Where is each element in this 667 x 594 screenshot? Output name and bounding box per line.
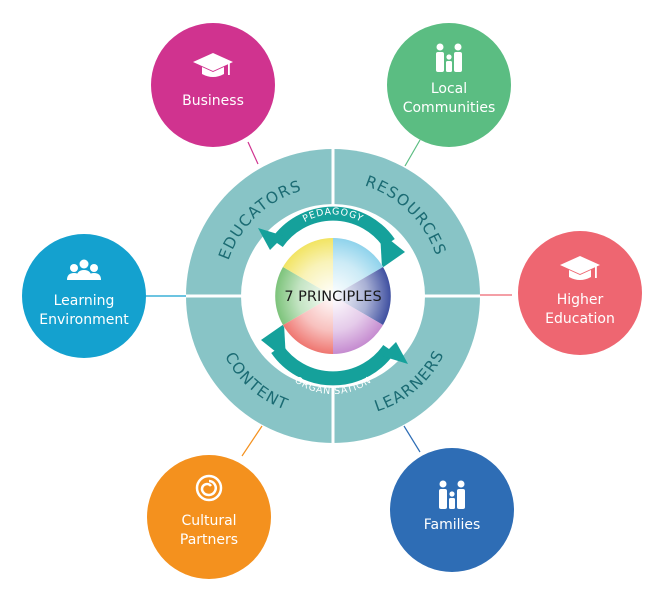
satellite-local-communities[interactable]: Local Communities	[387, 23, 511, 147]
arrow-pedagogy	[271, 206, 395, 248]
satellite-learning-environment-label-1: Learning	[54, 293, 115, 309]
satellite-business-label: Business	[182, 93, 244, 109]
arrow-organisation-tail	[382, 342, 408, 364]
arrow-pedagogy-tail	[258, 228, 284, 250]
satellite-families[interactable]: Families	[390, 448, 514, 572]
satellite-higher-education[interactable]: Higher Education	[518, 231, 642, 355]
people-icon	[436, 43, 462, 72]
connector-cultural-partners	[241, 425, 263, 457]
arrow-pedagogy-head	[380, 232, 405, 268]
connector-lines	[145, 139, 512, 457]
satellite-cultural-partners[interactable]: Cultural Partners	[147, 455, 271, 579]
arrow-organisation	[271, 344, 395, 386]
graduation-cap-icon	[560, 256, 600, 280]
satellite-learning-environment-circle	[22, 234, 146, 358]
connector-local-communities	[404, 139, 421, 167]
spiral-icon	[195, 474, 223, 502]
group-icon	[67, 259, 101, 280]
connector-business	[247, 141, 259, 165]
satellite-higher-education-circle	[518, 231, 642, 355]
satellite-local-communities-circle	[387, 23, 511, 147]
cycle-arrows	[258, 206, 408, 386]
satellite-local-communities-label-2: Communities	[403, 100, 496, 116]
satellite-cultural-partners-circle	[147, 455, 271, 579]
satellite-cultural-partners-label-2: Partners	[180, 532, 238, 548]
center-label: 7 PRINCIPLES	[284, 289, 381, 305]
satellite-higher-education-label-2: Education	[545, 311, 615, 327]
satellite-higher-education-label-1: Higher	[557, 292, 604, 308]
satellite-learning-environment-label-2: Environment	[39, 312, 129, 328]
satellite-business[interactable]: Business	[151, 23, 275, 147]
satellite-business-circle	[151, 23, 275, 147]
people-icon	[439, 480, 465, 509]
arrow-organisation-head	[261, 324, 286, 360]
satellite-families-label: Families	[424, 517, 481, 533]
center-wheel	[275, 238, 391, 354]
wheel-glow	[275, 238, 391, 354]
connector-families	[403, 425, 421, 453]
satellite-families-circle	[390, 448, 514, 572]
satellite-cultural-partners-label-1: Cultural	[181, 513, 236, 529]
graduation-cap-icon	[193, 53, 233, 77]
satellite-local-communities-label-1: Local	[431, 81, 467, 97]
satellite-learning-environment[interactable]: Learning Environment	[22, 234, 146, 358]
